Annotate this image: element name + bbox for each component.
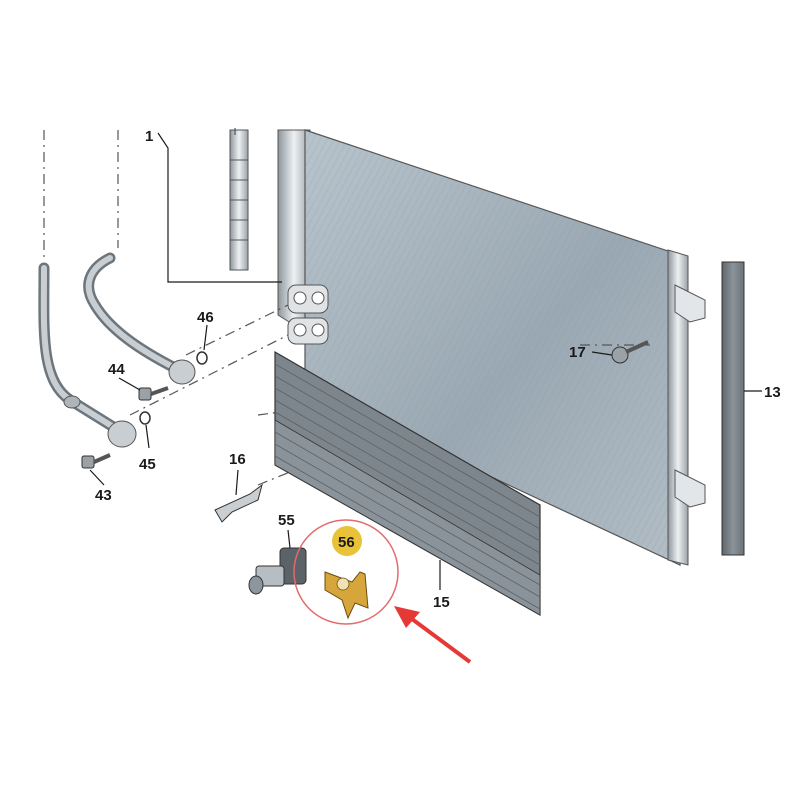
connection-block <box>287 284 329 345</box>
arrow-icon <box>394 606 472 664</box>
clip-16 <box>214 483 263 523</box>
label-part-43: 43 <box>95 487 112 504</box>
hose-collar <box>63 395 81 409</box>
leader-lines <box>89 132 762 590</box>
label-part-15: 15 <box>433 594 450 611</box>
bolt-44 <box>138 386 169 401</box>
upper-right-lug <box>674 284 706 323</box>
label-part-17: 17 <box>569 344 586 361</box>
highlight-badge-56 <box>332 526 362 556</box>
label-part-1: 1 <box>145 128 153 145</box>
label-part-13: 13 <box>764 384 781 401</box>
label-part-45: 45 <box>139 456 156 473</box>
lower-hose-end <box>107 420 137 448</box>
tube-rings <box>230 159 248 241</box>
bracket-56 <box>324 571 369 620</box>
upper-hose-end <box>168 359 196 385</box>
label-part-55: 55 <box>278 512 295 529</box>
label-part-16: 16 <box>229 451 246 468</box>
label-part-56: 56 <box>338 534 355 551</box>
condenser-radiator <box>229 129 706 566</box>
bolt-43 <box>81 453 111 469</box>
refrigerant-hoses <box>38 252 196 448</box>
o-ring-45 <box>139 411 151 425</box>
label-part-44: 44 <box>108 361 125 378</box>
pressure-sensor-55 <box>248 547 307 595</box>
seal-strip-13 <box>721 261 745 556</box>
o-ring-46 <box>196 351 208 365</box>
lower-right-lug <box>674 469 706 508</box>
callout-circle-56 <box>293 519 399 625</box>
condenser-fins <box>305 130 680 565</box>
air-guide-panel-15 <box>274 350 541 617</box>
label-part-46: 46 <box>197 309 214 326</box>
